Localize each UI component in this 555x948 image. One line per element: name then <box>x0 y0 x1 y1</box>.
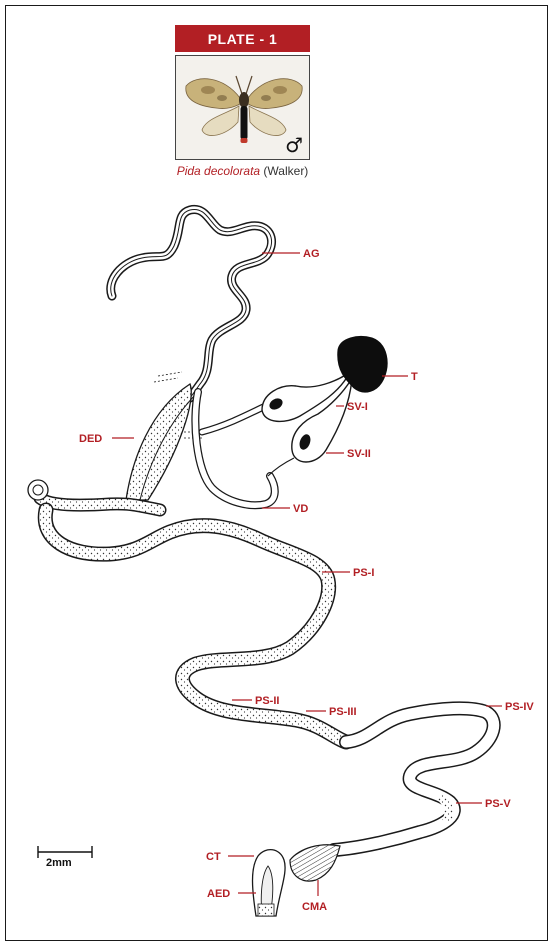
testis <box>338 337 387 393</box>
label-sv2: SV-II <box>347 448 371 460</box>
label-ded: DED <box>79 433 102 445</box>
label-ps3: PS-III <box>329 706 357 718</box>
label-vd: VD <box>293 503 308 515</box>
seminal-vesicles <box>262 372 352 476</box>
accessory-gland <box>111 209 272 398</box>
label-ps5: PS-V <box>485 798 511 810</box>
scale-bar-label: 2mm <box>46 857 72 869</box>
label-ps4: PS-IV <box>505 701 534 713</box>
structure-labels: AG T SV-I SV-II DED VD PS-I PS-II PS-III… <box>79 248 534 913</box>
label-t: T <box>411 371 418 383</box>
label-ps1: PS-I <box>353 567 374 579</box>
label-ag: AG <box>303 248 320 260</box>
label-ct: CT <box>206 851 221 863</box>
scale-bar: 2mm <box>38 846 92 869</box>
label-ps2: PS-II <box>255 695 279 707</box>
label-aed: AED <box>207 888 230 900</box>
label-sv1: SV-I <box>347 401 368 413</box>
ductus-ejaculatorius-simplex <box>28 480 494 850</box>
label-cma: CMA <box>302 901 327 913</box>
